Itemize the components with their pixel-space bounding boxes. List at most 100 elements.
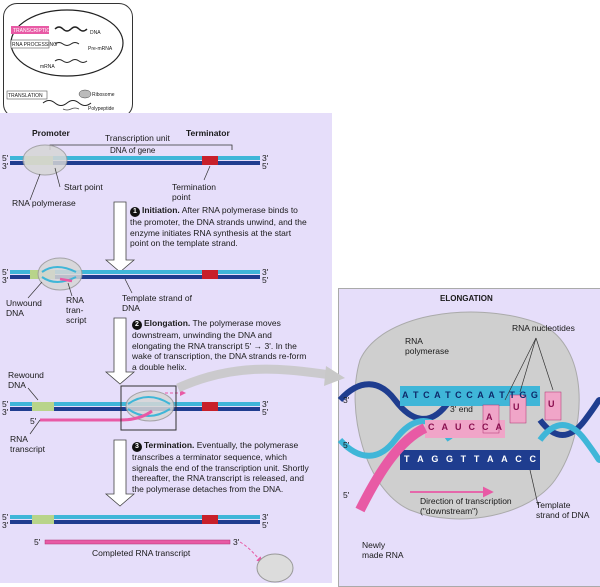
terminator-region bbox=[202, 156, 218, 165]
top-base: T bbox=[413, 390, 419, 400]
overview-rna-processing-label: RNA PROCESSING bbox=[12, 42, 58, 48]
rna-polymerase-detail-label: RNA polymerase bbox=[405, 336, 449, 356]
rna-transcript-leader-3 bbox=[29, 419, 41, 435]
bottom-strand-bar bbox=[400, 450, 540, 470]
bottom-base: C bbox=[529, 454, 536, 464]
overview-polypeptide-label: Polypeptide bbox=[88, 106, 115, 112]
nt-leader-1 bbox=[504, 337, 537, 401]
top-base: G bbox=[530, 390, 538, 400]
newly-made-rna bbox=[355, 423, 428, 513]
top-base: C bbox=[455, 390, 462, 400]
overview-dna-label: DNA bbox=[90, 30, 101, 36]
template-leader-2 bbox=[529, 469, 539, 506]
step-2-text: The polymerase moves downstream, unwindi… bbox=[132, 318, 307, 372]
completed-transcript-label: Completed RNA transcript bbox=[92, 548, 191, 558]
row4-5prime-bottom: 5' bbox=[262, 520, 269, 530]
overview-ribosome bbox=[78, 89, 92, 99]
termination-point-label: Termination point bbox=[172, 182, 216, 202]
overview-transcription-label: TRANSCRIPTION bbox=[13, 28, 54, 34]
rna-polymerase-1 bbox=[22, 144, 68, 176]
zoom-connector-head bbox=[324, 366, 345, 386]
transcription-box bbox=[11, 26, 49, 34]
helix-left-dark bbox=[337, 381, 453, 422]
row4-3prime-bottom: 3' bbox=[2, 520, 9, 530]
row2-3prime-top: 3' bbox=[262, 267, 269, 277]
row1-3prime-bottom: 3' bbox=[2, 161, 9, 171]
free-nt-2 bbox=[509, 394, 527, 424]
top-base: A bbox=[477, 390, 484, 400]
template-strand-label: Template strand of DNA bbox=[122, 293, 192, 313]
row3-3prime-bottom: 3' bbox=[2, 407, 9, 417]
top-base: T bbox=[445, 390, 451, 400]
termination-leader bbox=[203, 165, 211, 181]
top-base: A bbox=[488, 390, 495, 400]
row2-5prime-top: 5' bbox=[2, 267, 9, 277]
top-base: A bbox=[402, 390, 409, 400]
rna-base: A bbox=[441, 422, 449, 432]
step-1-number: 1 bbox=[130, 207, 140, 217]
start-point-label: Start point bbox=[64, 182, 103, 192]
translation-box bbox=[6, 90, 48, 100]
row3-5prime-top: 5' bbox=[2, 399, 9, 409]
nt-leader-2 bbox=[519, 337, 537, 393]
start-point-leader bbox=[54, 167, 61, 188]
terminator-label: Terminator bbox=[186, 128, 230, 138]
dna-of-gene-label: DNA of gene bbox=[110, 146, 156, 155]
overview-translation-label: TRANSLATION bbox=[8, 93, 43, 99]
rna-base: C bbox=[468, 422, 476, 432]
step-arrow-1 bbox=[104, 201, 136, 273]
row4-3prime-top: 3' bbox=[262, 512, 269, 522]
overview-polypeptide bbox=[62, 107, 80, 111]
rna-short-2 bbox=[59, 277, 73, 283]
zoom-connector bbox=[176, 364, 333, 393]
helix-right-light bbox=[537, 422, 600, 463]
step-3-text: Eventually, the polymerase transcribes a… bbox=[132, 440, 309, 494]
bottom-base: G bbox=[431, 454, 439, 464]
row3-3prime-top: 3' bbox=[262, 399, 269, 409]
row2-5prime-bottom: 5' bbox=[262, 275, 269, 285]
step-2-keyword: Elongation. bbox=[144, 318, 191, 328]
three-end-label: 3' end bbox=[450, 404, 473, 414]
rna-polymerase-2 bbox=[37, 257, 83, 291]
polymerase-leader-1 bbox=[29, 173, 41, 201]
transcription-unit-label: Transcription unit bbox=[105, 133, 170, 143]
helix-right-dark bbox=[537, 397, 600, 438]
unwound-dna-label: Unwound DNA bbox=[6, 298, 42, 318]
top-base: A bbox=[434, 390, 441, 400]
overview-mrna-squiggle bbox=[54, 59, 88, 63]
overview-premrna-squiggle bbox=[54, 42, 80, 46]
rna-transcript-3 bbox=[40, 409, 153, 422]
top-base: G bbox=[519, 390, 527, 400]
step-1-keyword: Initiation. bbox=[142, 205, 180, 215]
row4-5prime-top: 5' bbox=[2, 512, 9, 522]
step-2-number: 2 bbox=[132, 320, 142, 330]
newly-made-rna-label: Newly made RNA bbox=[362, 540, 404, 560]
top-base: T bbox=[499, 390, 505, 400]
row1-5prime-bottom: 5' bbox=[262, 161, 269, 171]
top-base: C bbox=[423, 390, 430, 400]
bottom-base: A bbox=[501, 454, 508, 464]
elong-5prime-mid: 5' bbox=[343, 440, 350, 450]
release-arrow bbox=[239, 541, 263, 563]
unwound-bubble-3 bbox=[127, 396, 171, 417]
overview-dna-squiggle bbox=[54, 26, 88, 32]
template-detail-label: Template strand of DNA bbox=[536, 500, 590, 520]
rna-5prime-label: 5' bbox=[30, 416, 37, 426]
overview-inset-drawing bbox=[6, 9, 124, 111]
rna-base: C bbox=[482, 422, 489, 432]
rna-nucleotides-label: RNA nucleotides bbox=[512, 323, 575, 333]
dna-row-4 bbox=[10, 515, 260, 524]
row1-3prime-top: 3' bbox=[262, 153, 269, 163]
bottom-base: T bbox=[460, 454, 467, 464]
completed-5prime: 5' bbox=[34, 537, 41, 547]
top-base: C bbox=[466, 390, 473, 400]
rna-transcript-label-3: RNA transcript bbox=[10, 434, 45, 454]
free-nt-letter-3: U bbox=[548, 399, 555, 409]
rna-base: A bbox=[495, 422, 503, 432]
free-nt-1 bbox=[482, 404, 500, 434]
